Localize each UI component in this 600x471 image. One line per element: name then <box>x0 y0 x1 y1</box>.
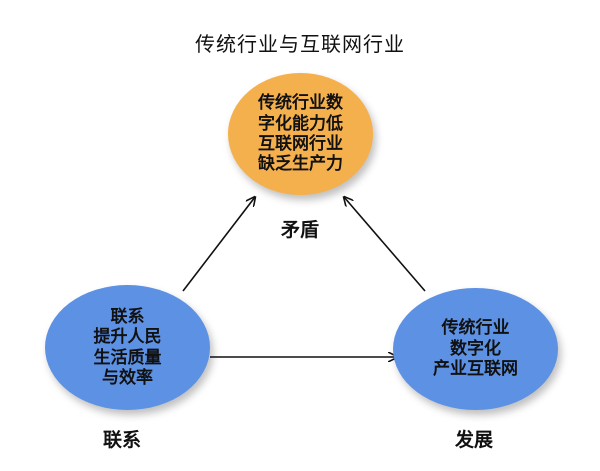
contradiction-label: 矛盾 <box>280 219 319 241</box>
connection-node: 联系 提升人民 生活质量 与效率 <box>45 285 210 410</box>
development-node: 传统行业 数字化 产业互联网 <box>393 288 558 410</box>
node-text-line: 缺乏生产力 <box>258 154 343 175</box>
contradiction-node: 传统行业数 字化能力低 互联网行业 缺乏生产力 <box>228 73 373 195</box>
node-text-line: 提升人民 <box>93 327 162 348</box>
diagram-title: 传统行业与互联网行业 <box>195 32 405 56</box>
node-text-line: 数字化 <box>450 338 501 359</box>
development-label: 发展 <box>454 429 493 451</box>
node-text-line: 与效率 <box>102 367 153 388</box>
node-text-line: 互联网行业 <box>258 134 343 154</box>
connection-label: 联系 <box>102 429 141 451</box>
node-text-line: 字化能力低 <box>258 113 343 134</box>
node-text-line: 产业互联网 <box>433 359 518 380</box>
node-text-line: 传统行业 <box>441 318 510 339</box>
arrow-left-to-top <box>182 197 255 292</box>
arrow-right-to-top <box>344 197 426 292</box>
node-text-line: 传统行业数 <box>258 93 343 114</box>
node-text-line: 生活质量 <box>93 347 162 368</box>
node-text-line: 联系 <box>110 306 145 327</box>
